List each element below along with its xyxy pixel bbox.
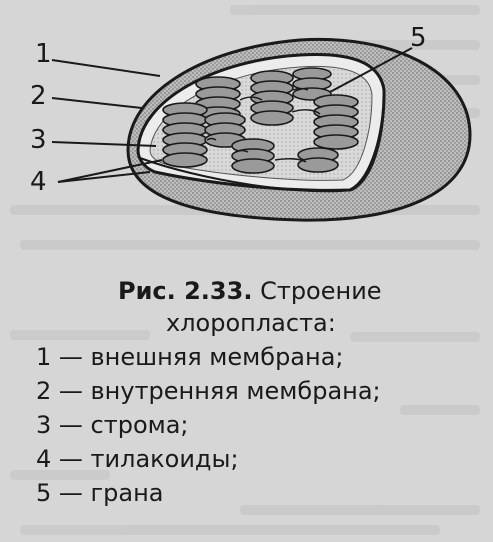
granum: [297, 147, 339, 173]
granum: [292, 67, 332, 101]
label-5: 5: [410, 23, 427, 53]
granum: [162, 102, 208, 168]
caption-item-4: 4 — тилакоиды;: [36, 445, 239, 473]
granum: [313, 94, 359, 150]
grana-group: [162, 67, 359, 174]
stroma-lamellae: [206, 87, 321, 163]
caption-item-2: 2 — внутренняя мембрана;: [36, 377, 381, 405]
chloroplast-diagram: 1 2 3 4 5: [30, 23, 472, 222]
caption-item-5: 5 — грана: [36, 479, 164, 507]
caption-title-part2: хлоропласта:: [166, 309, 336, 337]
label-2: 2: [30, 81, 47, 111]
label-4: 4: [30, 167, 47, 197]
leader-lines: [51, 47, 413, 183]
granum: [231, 138, 275, 174]
caption-title-part1: Строение: [260, 277, 382, 305]
granum: [250, 70, 294, 126]
figure-label: Рис. 2.33.: [118, 277, 253, 305]
label-1: 1: [35, 39, 52, 69]
caption-item-1: 1 — внешняя мембрана;: [36, 343, 344, 371]
rim-lower: [139, 89, 386, 193]
label-3: 3: [30, 125, 47, 155]
caption-item-3: 3 — строма;: [36, 411, 189, 439]
caption-title-line: Рис. 2.33. Строение: [118, 276, 382, 307]
